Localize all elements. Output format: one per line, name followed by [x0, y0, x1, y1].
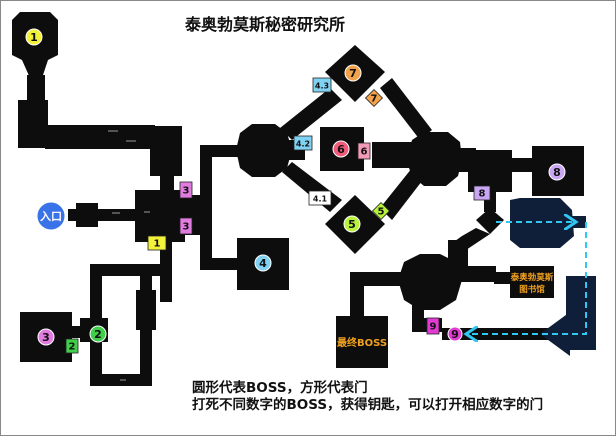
- boss-number: 7: [349, 67, 357, 80]
- boss-2[interactable]: 2: [89, 325, 107, 343]
- boss-number: 3: [42, 331, 50, 344]
- door-square: [65, 338, 79, 354]
- boss-circle: [25, 28, 43, 46]
- boss-7[interactable]: 7: [344, 64, 362, 82]
- boss-number: 8: [553, 166, 561, 179]
- boss-6[interactable]: 6: [332, 140, 350, 158]
- door-number: 5: [378, 207, 385, 218]
- boss-circle: [37, 328, 55, 346]
- boss-circle: [89, 325, 107, 343]
- boss-circle: [343, 215, 361, 233]
- boss-3[interactable]: 3: [37, 328, 55, 346]
- entrance-marker[interactable]: [36, 201, 66, 231]
- library-label-line1: 泰奥勃莫斯: [510, 272, 554, 283]
- door-1[interactable]: 1: [147, 235, 167, 251]
- door-number: 3: [183, 222, 190, 233]
- boss-1[interactable]: 1: [25, 28, 43, 46]
- door-9[interactable]: 9: [426, 317, 440, 335]
- boss-number: 4: [259, 257, 267, 270]
- boss-5[interactable]: 5: [343, 215, 361, 233]
- door-square: [312, 77, 332, 93]
- boss-number: 6: [337, 143, 345, 156]
- door-square: [371, 201, 391, 221]
- door-5[interactable]: 5: [371, 201, 391, 221]
- legend-line1: 圆形代表BOSS，方形代表门: [192, 379, 368, 396]
- door-number: 9: [430, 322, 437, 333]
- corridor-marks: [108, 130, 150, 381]
- door-square: [473, 185, 491, 201]
- door-number: 3: [183, 186, 190, 197]
- boss-layer: 1 2 3 4 5 6 7 8 9: [25, 28, 566, 346]
- boss-number: 1: [30, 31, 38, 44]
- door-number: 7: [371, 94, 378, 105]
- boss-number: 5: [348, 218, 356, 231]
- boss-circle: [344, 64, 362, 82]
- door-2[interactable]: 2: [65, 338, 79, 354]
- door-square: [293, 135, 313, 151]
- map-title: 泰奥勃莫斯秘密研究所: [184, 15, 345, 34]
- door-number: 4.2: [296, 140, 310, 149]
- door-4-1[interactable]: 4.1: [308, 190, 332, 206]
- door-number: 6: [361, 147, 368, 158]
- boss-9[interactable]: 9: [447, 326, 463, 342]
- boss-8[interactable]: 8: [548, 163, 566, 181]
- legend-line2: 打死不同数字的BOSS，获得钥匙，可以打开相应数字的门: [192, 396, 543, 413]
- door-3[interactable]: 3: [179, 217, 193, 235]
- final-boss-label: 最终BOSS: [337, 336, 387, 349]
- door-square: [179, 217, 193, 235]
- door-number: 4.3: [315, 82, 329, 91]
- door-6[interactable]: 6: [357, 142, 371, 160]
- door-number: 8: [479, 189, 486, 200]
- boss-circle: [332, 140, 350, 158]
- boss-circle: [447, 326, 463, 342]
- door-square: [426, 317, 440, 335]
- door-square: [308, 190, 332, 206]
- door-square: [364, 88, 384, 108]
- door-number: 4.1: [313, 195, 328, 204]
- library-label-line2: 图书馆: [519, 284, 545, 295]
- door-4-2[interactable]: 4.2: [293, 135, 313, 151]
- door-number: 2: [69, 342, 76, 353]
- boss-circle: [254, 254, 272, 272]
- boss-circle: [548, 163, 566, 181]
- boss-number: 9: [451, 328, 459, 341]
- door-7[interactable]: 7: [364, 88, 384, 108]
- hidden-route: [470, 222, 587, 334]
- door-square: [147, 235, 167, 251]
- door-square: [357, 142, 371, 160]
- boss-number: 2: [94, 328, 102, 341]
- door-4-3[interactable]: 4.3: [312, 77, 332, 93]
- door-number: 1: [154, 239, 161, 250]
- door-3[interactable]: 3: [179, 181, 193, 199]
- entrance-label: 入口: [40, 210, 62, 223]
- door-8[interactable]: 8: [473, 185, 491, 201]
- door-square: [179, 181, 193, 199]
- boss-4[interactable]: 4: [254, 254, 272, 272]
- door-layer: 1 2 3 3 4.1 4.2 4.3 5 6 7 8 9: [65, 77, 491, 354]
